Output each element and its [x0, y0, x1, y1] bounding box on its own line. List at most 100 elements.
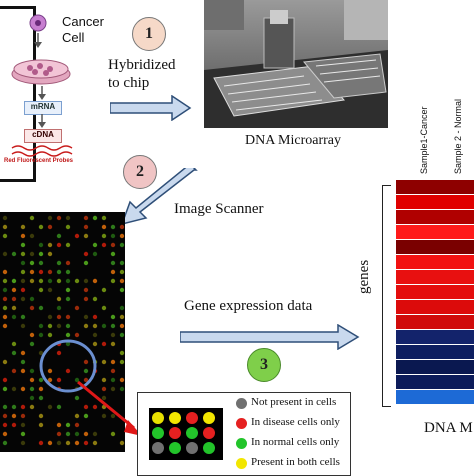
- scanner-spot: [29, 233, 35, 239]
- scanner-spot: [29, 278, 35, 284]
- scanner-spot: [92, 404, 98, 410]
- scanner-spot: [83, 431, 89, 437]
- scanner-spot: [119, 440, 125, 446]
- microarray-photo: [204, 0, 388, 128]
- scanner-spot: [2, 431, 8, 437]
- step-3-badge: 3: [247, 348, 281, 382]
- scanner-spot: [74, 431, 80, 437]
- scanner-spot: [38, 440, 44, 446]
- scanner-spot: [56, 422, 62, 428]
- scanner-spot: [65, 287, 71, 293]
- scanner-spot: [20, 359, 26, 365]
- scanner-spot: [20, 386, 26, 392]
- step-1-number: 1: [145, 25, 153, 42]
- legend-array-spot: [203, 412, 215, 424]
- scanner-spot: [83, 260, 89, 266]
- scanner-spot: [65, 224, 71, 230]
- scanner-spot: [119, 287, 125, 293]
- cancer-cell-icon: [29, 14, 47, 48]
- scanner-spot: [92, 332, 98, 338]
- process-bracket: [0, 6, 36, 182]
- scanner-spot: [83, 287, 89, 293]
- scanner-spot: [119, 332, 125, 338]
- step-2-badge: 2: [123, 155, 157, 189]
- scanner-spot: [38, 323, 44, 329]
- down-arrow-2: [38, 114, 46, 128]
- scanner-spot: [83, 413, 89, 419]
- scanner-spot: [20, 242, 26, 248]
- scanner-spot: [74, 395, 80, 401]
- scanner-spot: [56, 278, 62, 284]
- scanner-spot: [2, 305, 8, 311]
- arrow-step-3: [180, 324, 360, 350]
- scanner-spot: [38, 332, 44, 338]
- scanner-spot: [2, 413, 8, 419]
- scanner-spot: [38, 422, 44, 428]
- scanner-spot: [20, 260, 26, 266]
- scanner-spot: [20, 440, 26, 446]
- legend-array-spot: [169, 427, 181, 439]
- legend-dot-not-present: [236, 398, 247, 409]
- heatmap-row: [396, 195, 474, 209]
- zoom-circle: [39, 339, 97, 393]
- scanner-spot: [11, 413, 17, 419]
- heatmap-title-partial: DNA M: [424, 420, 473, 436]
- scanner-spot: [65, 323, 71, 329]
- scanner-spot: [11, 314, 17, 320]
- heatmap-row: [396, 330, 474, 344]
- scanner-spot: [101, 242, 107, 248]
- scanner-spot: [38, 377, 44, 383]
- scanner-spot: [83, 314, 89, 320]
- petri-dish-icon: [11, 59, 71, 85]
- scanner-spot: [110, 242, 116, 248]
- scanner-spot: [92, 215, 98, 221]
- legend-array-spot: [186, 412, 198, 424]
- scanner-spot: [83, 377, 89, 383]
- scanner-spot: [2, 296, 8, 302]
- scanner-spot: [2, 251, 8, 257]
- scanner-image: [0, 212, 125, 452]
- legend-array-spot: [169, 442, 181, 454]
- scanner-spot: [101, 386, 107, 392]
- legend-label-normal: In normal cells only: [251, 436, 340, 448]
- scanner-spot: [29, 305, 35, 311]
- scanner-spot: [83, 224, 89, 230]
- legend-label-disease: In disease cells only: [251, 416, 340, 428]
- scanner-spot: [11, 386, 17, 392]
- scanner-spot: [2, 233, 8, 239]
- scanner-spot: [11, 251, 17, 257]
- microarray-caption: DNA Microarray: [245, 133, 342, 148]
- scanner-spot: [83, 404, 89, 410]
- scanner-spot: [56, 323, 62, 329]
- scanner-spot: [92, 278, 98, 284]
- scanner-spot: [74, 422, 80, 428]
- scanner-spot: [74, 377, 80, 383]
- scanner-spot: [47, 269, 53, 275]
- step-3-number: 3: [260, 356, 268, 373]
- scanner-spot: [92, 323, 98, 329]
- scanner-spot: [20, 413, 26, 419]
- scanner-spot: [110, 377, 116, 383]
- scanner-spot: [56, 215, 62, 221]
- scanner-spot: [92, 440, 98, 446]
- legend-array-spot: [203, 442, 215, 454]
- heatmap: [396, 180, 474, 405]
- scanner-spot: [20, 314, 26, 320]
- legend-array-spot: [203, 427, 215, 439]
- scanner-spot: [2, 278, 8, 284]
- scanner-spot: [38, 242, 44, 248]
- scanner-spot: [56, 377, 62, 383]
- heatmap-row: [396, 390, 474, 404]
- scanner-spot: [20, 350, 26, 356]
- legend-array-spot: [152, 427, 164, 439]
- scanner-spot: [92, 341, 98, 347]
- scanner-spot: [29, 377, 35, 383]
- scanner-spot: [119, 224, 125, 230]
- heatmap-row: [396, 180, 474, 194]
- scanner-spot: [20, 287, 26, 293]
- scanner-spot: [65, 296, 71, 302]
- scanner-spot: [11, 350, 17, 356]
- scanner-spot: [38, 287, 44, 293]
- scanner-spot: [101, 377, 107, 383]
- scanner-spot: [65, 368, 71, 374]
